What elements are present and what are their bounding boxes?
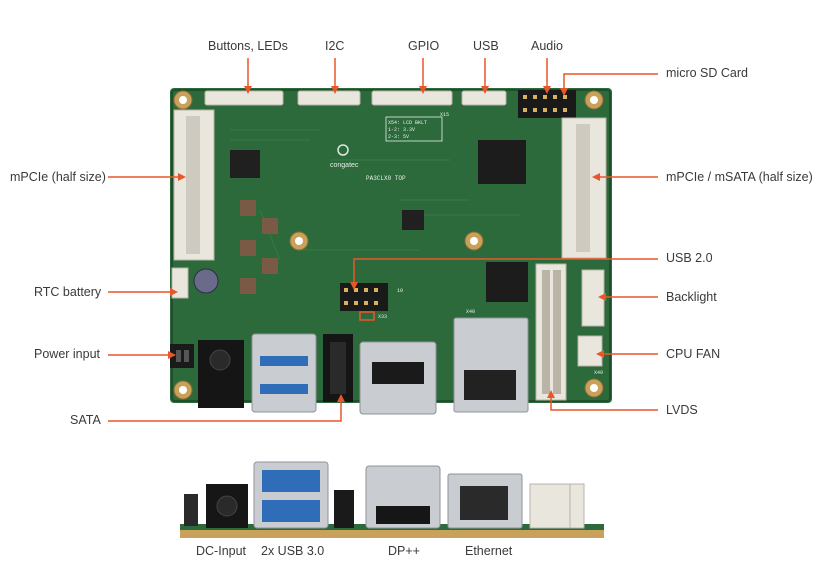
usb-header-connector [461,90,507,106]
x54-line1: 1-2: 3.3V [388,127,415,133]
label-audio: Audio [531,39,563,53]
gpio-connector [371,90,453,106]
power-input-connector [170,344,194,368]
x54-line2: 2-3: 5V [388,134,409,140]
usb20-header [340,283,388,311]
label-usb30: 2x USB 3.0 [261,544,325,558]
chip [486,262,528,302]
label-dp: DP++ [388,544,420,558]
chip [402,210,424,230]
board-edge-view [180,461,604,538]
lvds-connector [535,263,567,401]
arrow-micro-sd [560,73,658,96]
pin10-label: 10 [397,288,403,294]
label-rtc-battery: RTC battery [34,285,102,299]
cpu-fan-connector [577,335,603,367]
chip [478,140,526,184]
label-ethernet: Ethernet [465,544,513,558]
callout-arrows [108,58,658,422]
audio-header [518,90,576,118]
arrow-lvds [547,390,658,411]
rtc-battery-connector [171,267,189,299]
label-backlight: Backlight [666,290,717,304]
label-micro-sd: micro SD Card [666,66,748,80]
x54-label: X54: LCD BKLT [388,120,427,126]
i2c-connector [297,90,361,106]
model-text: PA3CLX0 TOP [366,175,406,182]
conn-x33-label: X33 [378,314,387,320]
label-buttons-leds: Buttons, LEDs [208,39,288,53]
arrow-sata [108,394,345,422]
label-usb20: USB 2.0 [666,251,713,265]
label-sata: SATA [70,413,101,427]
board-top-view: congatec PA3CLX0 TOP X54: LCD BKLT 1-2: … [170,88,612,415]
label-power-input: Power input [34,347,101,361]
label-gpio: GPIO [408,39,440,53]
usb30-stack [251,333,317,413]
label-i2c: I2C [325,39,345,53]
arrow-usb20 [350,258,658,290]
backlight-connector [581,269,605,327]
conn-x49-label: X49 [594,370,603,376]
label-mpcie-left: mPCIe (half size) [10,170,106,184]
brand-text: congatec [330,162,359,169]
buttons-leds-connector [204,90,284,106]
capacitor [193,268,219,294]
conn-x15-label: X15 [440,112,449,118]
label-cpu-fan: CPU FAN [666,347,721,361]
label-mpcie-msata: mPCIe / mSATA (half size) [666,170,813,184]
label-usb: USB [473,39,499,53]
conn-x40-label: X40 [466,309,475,315]
label-lvds: LVDS [666,403,698,417]
chip [230,150,260,178]
label-dc-input: DC-Input [196,544,247,558]
